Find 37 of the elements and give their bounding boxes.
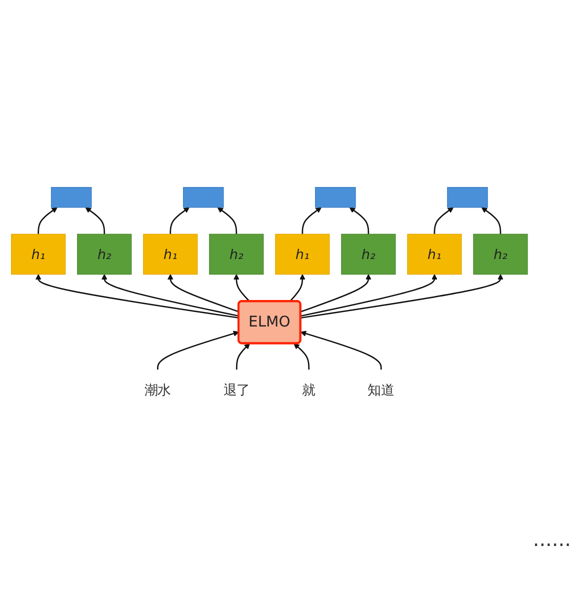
arrow [300, 274, 504, 318]
arrow [434, 206, 454, 234]
node-box: h₂ [209, 234, 264, 274]
node-bar [50, 186, 92, 208]
arrow [481, 206, 502, 234]
arrow [300, 274, 372, 312]
arrow [289, 274, 306, 302]
node-bar [447, 186, 488, 208]
arrow [35, 274, 239, 318]
arrow [233, 274, 250, 302]
node-box: h₂ [473, 234, 528, 274]
arrow [236, 343, 250, 370]
arrow [101, 274, 239, 316]
arrow [300, 274, 438, 316]
arrow [38, 206, 58, 234]
arrow [302, 206, 322, 234]
node-text: 知道 [368, 382, 394, 398]
arrow [85, 206, 106, 234]
arrow [349, 206, 370, 234]
arrow [294, 343, 310, 370]
node-box: h₂ [341, 234, 396, 274]
arrow [217, 206, 238, 234]
ellipsis-text: ...... [532, 527, 571, 551]
node-bar [315, 186, 356, 208]
node-text: 潮水 [144, 382, 172, 398]
node-box: h₂ [77, 234, 132, 274]
node-box: h₁ [11, 234, 66, 274]
node-box: h₁ [275, 234, 330, 274]
node-text: 退了 [223, 382, 250, 398]
node-box: h₁ [407, 234, 462, 274]
node-bar [183, 186, 224, 208]
arrow [300, 330, 382, 370]
node-text: 就 [302, 382, 316, 398]
node-box: h₁ [143, 234, 198, 274]
arrow [167, 274, 240, 312]
arrow [170, 206, 190, 234]
arrow [157, 330, 240, 370]
